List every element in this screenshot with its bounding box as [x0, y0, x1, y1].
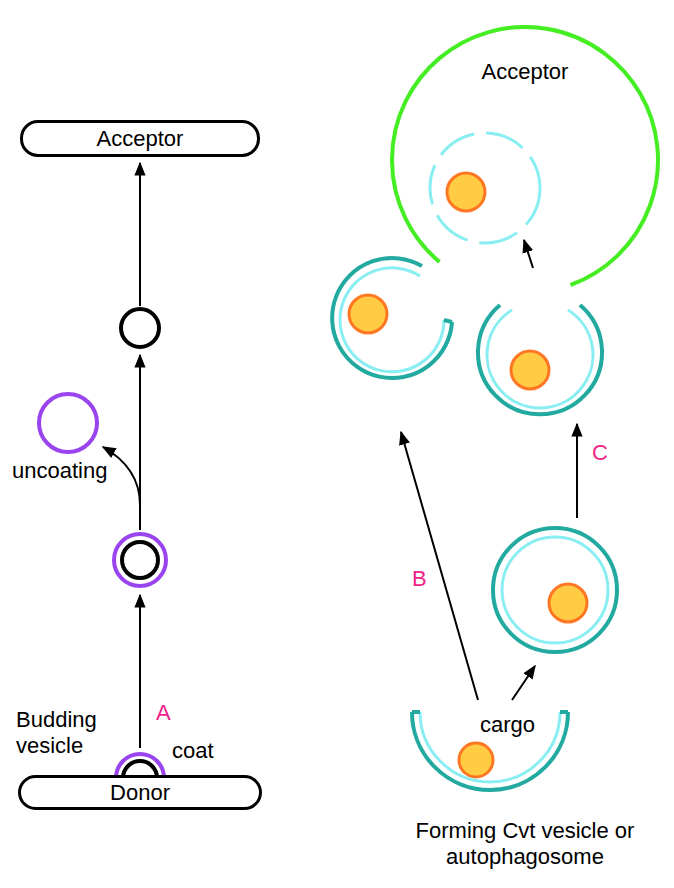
inner-membrane	[502, 537, 608, 643]
cargo	[459, 743, 493, 777]
part-label: coat	[172, 738, 214, 764]
acceptor-compartment: Acceptor	[380, 25, 670, 295]
outer-membrane	[412, 712, 568, 790]
outer-membrane	[478, 305, 602, 414]
part-label: cargo	[480, 712, 535, 738]
arrow	[576, 424, 578, 518]
vesicle	[121, 309, 159, 347]
inner-membrane	[340, 268, 444, 372]
arrow	[512, 666, 535, 700]
donor-box: Donor	[18, 775, 262, 810]
outer-membrane	[332, 258, 452, 378]
cargo	[549, 584, 587, 622]
dissolving-membrane	[430, 133, 540, 243]
caption-label: Forming Cvt vesicle or autophagosome	[380, 818, 670, 870]
acceptor-box: Acceptor	[20, 120, 260, 157]
vesicle	[122, 542, 158, 578]
part-label: Budding vesicle	[16, 707, 114, 759]
node-label: Acceptor	[380, 59, 670, 85]
inner-membrane	[420, 712, 560, 782]
arrow	[139, 163, 141, 306]
process-label: uncoating	[12, 458, 107, 484]
pathway-letter: C	[592, 440, 608, 466]
inner-membrane	[487, 310, 593, 408]
coat-shell	[39, 394, 97, 452]
pathway-letter: B	[412, 566, 427, 592]
arrow	[139, 595, 141, 748]
arrow	[401, 432, 478, 700]
uncoating-arrow	[103, 447, 140, 505]
node-label: Acceptor	[97, 126, 184, 152]
cargo	[349, 295, 387, 333]
arrow	[524, 240, 533, 268]
cargo	[511, 351, 549, 389]
coat	[114, 534, 166, 586]
pathway-letter: A	[156, 700, 171, 726]
outer-membrane	[493, 528, 617, 652]
cargo	[447, 173, 485, 211]
rim	[444, 320, 452, 322]
node-label: Donor	[110, 780, 170, 806]
